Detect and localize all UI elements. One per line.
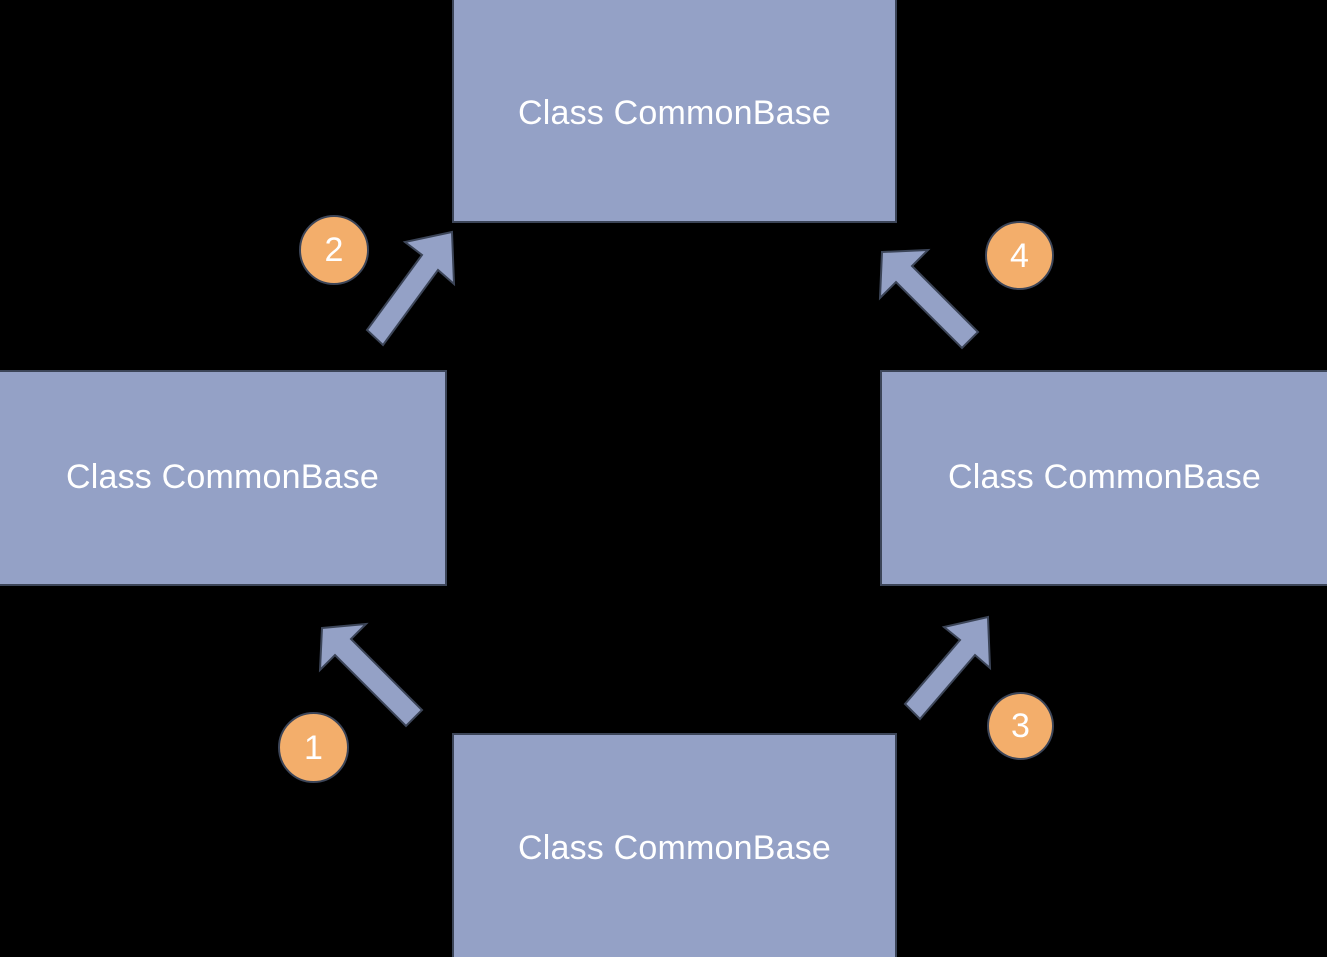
step-badge-3[interactable]: 3 — [987, 692, 1054, 760]
class-box-right[interactable]: Class CommonBase — [880, 370, 1327, 586]
step-badge-1[interactable]: 1 — [278, 712, 349, 783]
step-badge-4[interactable]: 4 — [985, 221, 1054, 290]
arrow-up-left-step-1 — [318, 622, 424, 728]
class-box-right-label: Class CommonBase — [947, 458, 1262, 497]
step-badge-3-label: 3 — [1011, 707, 1030, 745]
step-badge-2[interactable]: 2 — [299, 215, 369, 285]
class-box-left-label: Class CommonBase — [65, 458, 380, 497]
arrow-up-right-step-2 — [365, 230, 456, 347]
step-badge-2-label: 2 — [324, 231, 344, 269]
class-box-bottom-label: Class CommonBase — [517, 829, 832, 868]
class-box-bottom[interactable]: Class CommonBase — [452, 733, 897, 957]
class-box-top[interactable]: Class CommonBase — [452, 0, 897, 223]
step-badge-1-label: 1 — [304, 728, 323, 767]
step-badge-4-label: 4 — [1010, 236, 1029, 275]
class-box-top-label: Class CommonBase — [517, 93, 832, 132]
arrow-up-right-step-3 — [903, 615, 992, 721]
arrow-up-left-step-4 — [878, 248, 980, 350]
class-box-left[interactable]: Class CommonBase — [0, 370, 447, 586]
